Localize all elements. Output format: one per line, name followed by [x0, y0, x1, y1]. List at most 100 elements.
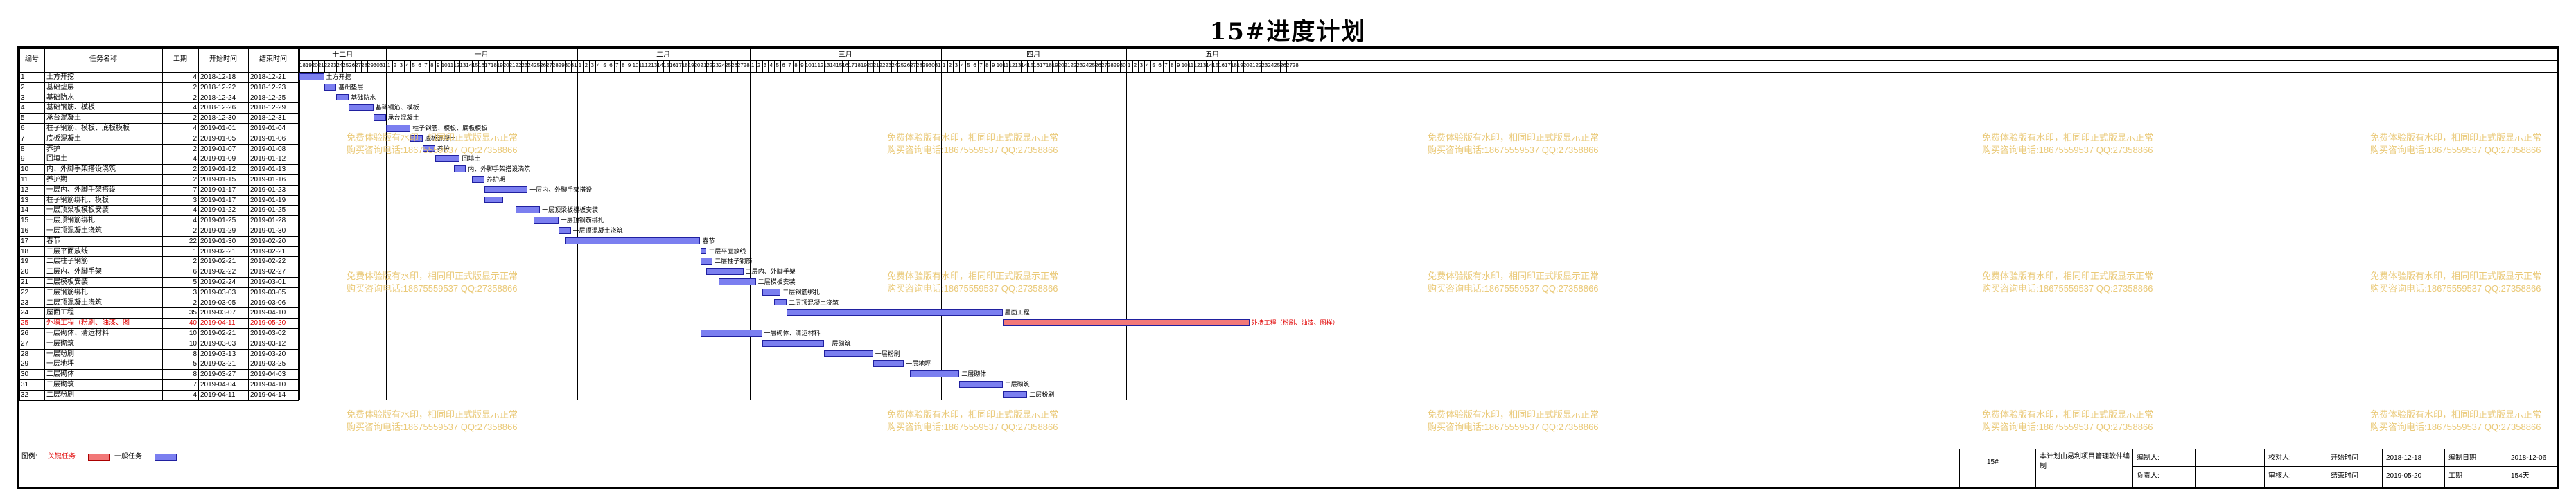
row-task-name: 基础钢筋、模板	[46, 104, 95, 112]
gantt-bar[interactable]	[484, 186, 528, 193]
day-label: 14	[1206, 62, 1213, 69]
gantt-bar[interactable]	[1002, 319, 1250, 326]
gantt-bar[interactable]	[774, 298, 787, 306]
month-header: 二月	[656, 51, 671, 59]
gantt-bar-label: 回填土	[462, 155, 481, 163]
row-start-date: 2019-02-21	[200, 330, 236, 337]
row-task-name: 二层柱子钢筋	[46, 258, 88, 266]
grid-line	[546, 60, 547, 72]
row-duration: 2	[193, 165, 197, 174]
gantt-bar[interactable]	[873, 360, 904, 368]
grid-line	[1280, 60, 1281, 72]
day-label: 28	[361, 62, 367, 69]
gantt-bar[interactable]	[719, 278, 756, 285]
gantt-bar[interactable]	[558, 227, 571, 234]
day-label: 1	[751, 62, 755, 69]
row-start-date: 2019-01-12	[200, 165, 236, 174]
row-duration: 4	[193, 217, 197, 225]
row-task-name: 二层模板安装	[46, 278, 88, 286]
grid-line	[595, 60, 597, 72]
row-start-date: 2018-12-24	[200, 93, 236, 102]
plan-label: 编制日期	[2448, 454, 2476, 462]
row-task-name: 二层顶混凝土浇筑	[46, 298, 102, 307]
row-duration: 40	[189, 319, 197, 328]
grid-line	[749, 48, 751, 400]
gantt-bar[interactable]	[706, 268, 744, 275]
day-label: 10	[996, 62, 1003, 69]
row-id: 24	[21, 309, 29, 317]
gantt-bar[interactable]	[472, 176, 484, 183]
row-end-date: 2019-01-23	[250, 186, 286, 194]
day-label: 20	[502, 62, 509, 69]
day-label: 18	[681, 62, 688, 69]
row-start-date: 2018-12-30	[200, 114, 236, 123]
gantt-bar[interactable]	[762, 288, 781, 296]
gantt-bar[interactable]	[564, 237, 701, 244]
row-start-date: 2019-03-03	[200, 288, 236, 296]
grid-line	[502, 60, 504, 72]
grid-line	[44, 48, 45, 400]
row-start-date: 2019-02-22	[200, 268, 236, 276]
day-label: 8	[622, 62, 625, 69]
row-duration: 4	[193, 206, 197, 215]
row-task-name: 一层顶梁板模板安装	[46, 206, 109, 215]
gantt-bar[interactable]	[910, 370, 960, 377]
gantt-bar[interactable]	[336, 93, 349, 101]
row-end-date: 2019-02-21	[250, 247, 286, 256]
gantt-bar[interactable]	[700, 330, 762, 337]
row-end-date: 2019-02-27	[250, 268, 286, 276]
gantt-bar[interactable]	[484, 196, 503, 204]
duration-label: 工期	[2448, 472, 2462, 480]
gantt-bar[interactable]	[410, 134, 423, 142]
grid-line	[19, 389, 299, 391]
gantt-bar[interactable]	[423, 145, 435, 152]
day-label: 29	[367, 62, 374, 69]
day-label: 21	[317, 62, 324, 69]
row-duration: 2	[193, 134, 197, 143]
gantt-bar[interactable]	[299, 73, 324, 80]
gantt-bar[interactable]	[534, 217, 559, 224]
day-label: 6	[973, 62, 976, 69]
day-label: 10	[805, 62, 812, 69]
gantt-bar[interactable]	[515, 206, 541, 214]
gantt-bar[interactable]	[453, 165, 466, 172]
grid-line	[1243, 60, 1244, 72]
row-duration: 4	[193, 104, 197, 112]
end-value: 2019-05-20	[2386, 472, 2422, 480]
gantt-bar[interactable]	[700, 258, 713, 265]
gantt-bar[interactable]	[373, 114, 386, 121]
row-duration: 35	[189, 309, 197, 317]
grid-line	[1125, 60, 1127, 72]
grid-line	[484, 60, 485, 72]
grid-line	[367, 60, 368, 72]
gantt-bar[interactable]	[762, 339, 824, 347]
gantt-bar[interactable]	[1002, 391, 1028, 398]
day-label: 17	[848, 62, 855, 69]
gantt-bar[interactable]	[324, 83, 337, 91]
row-duration: 2	[193, 298, 197, 307]
gantt-bar[interactable]	[435, 155, 460, 163]
gantt-bar[interactable]	[959, 381, 1003, 388]
day-label: 16	[1033, 62, 1040, 69]
day-label: 20	[694, 62, 701, 69]
grid-line	[1150, 60, 1152, 72]
grid-line	[428, 60, 430, 72]
day-label: 30	[928, 62, 935, 69]
row-id: 15	[21, 217, 29, 225]
gantt-bar-label: 基础钢筋、模板	[375, 104, 419, 111]
grid-line	[509, 60, 510, 72]
grid-line	[2132, 466, 2557, 467]
gantt-bar[interactable]	[700, 247, 707, 255]
gantt-bar[interactable]	[349, 104, 374, 111]
day-label: 20	[311, 62, 318, 69]
gantt-bar[interactable]	[385, 125, 411, 132]
gantt-bar[interactable]	[787, 309, 1003, 316]
grid-line	[620, 60, 621, 72]
day-label: 30	[1119, 62, 1126, 69]
gantt-bar[interactable]	[823, 350, 873, 357]
day-label: 8	[985, 62, 989, 69]
grid-line	[2195, 449, 2196, 487]
grid-line	[842, 60, 843, 72]
day-label: 3	[763, 62, 767, 69]
grid-line	[712, 60, 714, 72]
